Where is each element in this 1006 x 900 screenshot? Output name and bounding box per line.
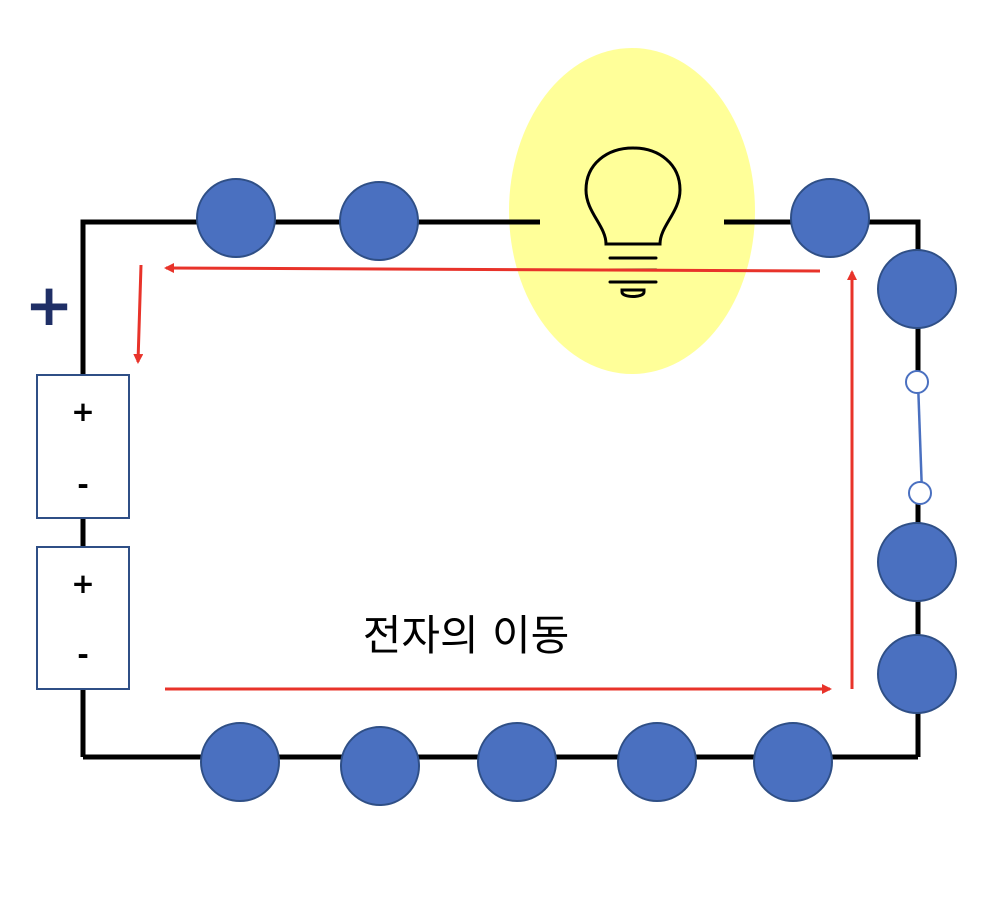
cell-2-minus: - bbox=[77, 638, 89, 671]
electron-bottom-1 bbox=[200, 722, 280, 802]
electron-flow-arrows bbox=[133, 263, 857, 694]
battery-cell-2 bbox=[36, 546, 130, 690]
electron-top-1 bbox=[196, 178, 276, 258]
caption: 전자의 이동 bbox=[363, 611, 570, 660]
wire-top-left bbox=[80, 219, 540, 375]
cell-2-plus: + bbox=[71, 567, 94, 600]
electron-top-2 bbox=[339, 181, 419, 261]
battery-positive-terminal-sign: + bbox=[25, 271, 74, 339]
cell-1-plus: + bbox=[71, 395, 94, 428]
electron-bottom-4 bbox=[617, 722, 697, 802]
electrons bbox=[196, 178, 957, 806]
bulb-glow bbox=[509, 48, 755, 374]
electron-right-2 bbox=[877, 522, 957, 602]
electron-bottom-5 bbox=[753, 722, 833, 802]
electron-bottom-3 bbox=[477, 722, 557, 802]
switch-contact-bottom bbox=[908, 481, 932, 505]
battery-cell-1 bbox=[36, 374, 130, 519]
switch-lever bbox=[916, 381, 924, 494]
flow-arrow-left bbox=[133, 264, 144, 364]
electron-top-3 bbox=[790, 178, 870, 258]
electron-right-1 bbox=[877, 249, 957, 329]
electron-right-3 bbox=[877, 634, 957, 714]
switch-contact-top bbox=[905, 370, 929, 394]
battery: + - + - + bbox=[25, 271, 130, 690]
circuit-wires bbox=[80, 219, 921, 760]
bulb-tip bbox=[620, 288, 646, 298]
cell-1-minus: - bbox=[77, 468, 89, 501]
flow-arrow-top bbox=[164, 263, 821, 274]
electron-bottom-2 bbox=[340, 726, 420, 806]
bulb-glass bbox=[584, 146, 682, 246]
switch bbox=[905, 370, 932, 505]
